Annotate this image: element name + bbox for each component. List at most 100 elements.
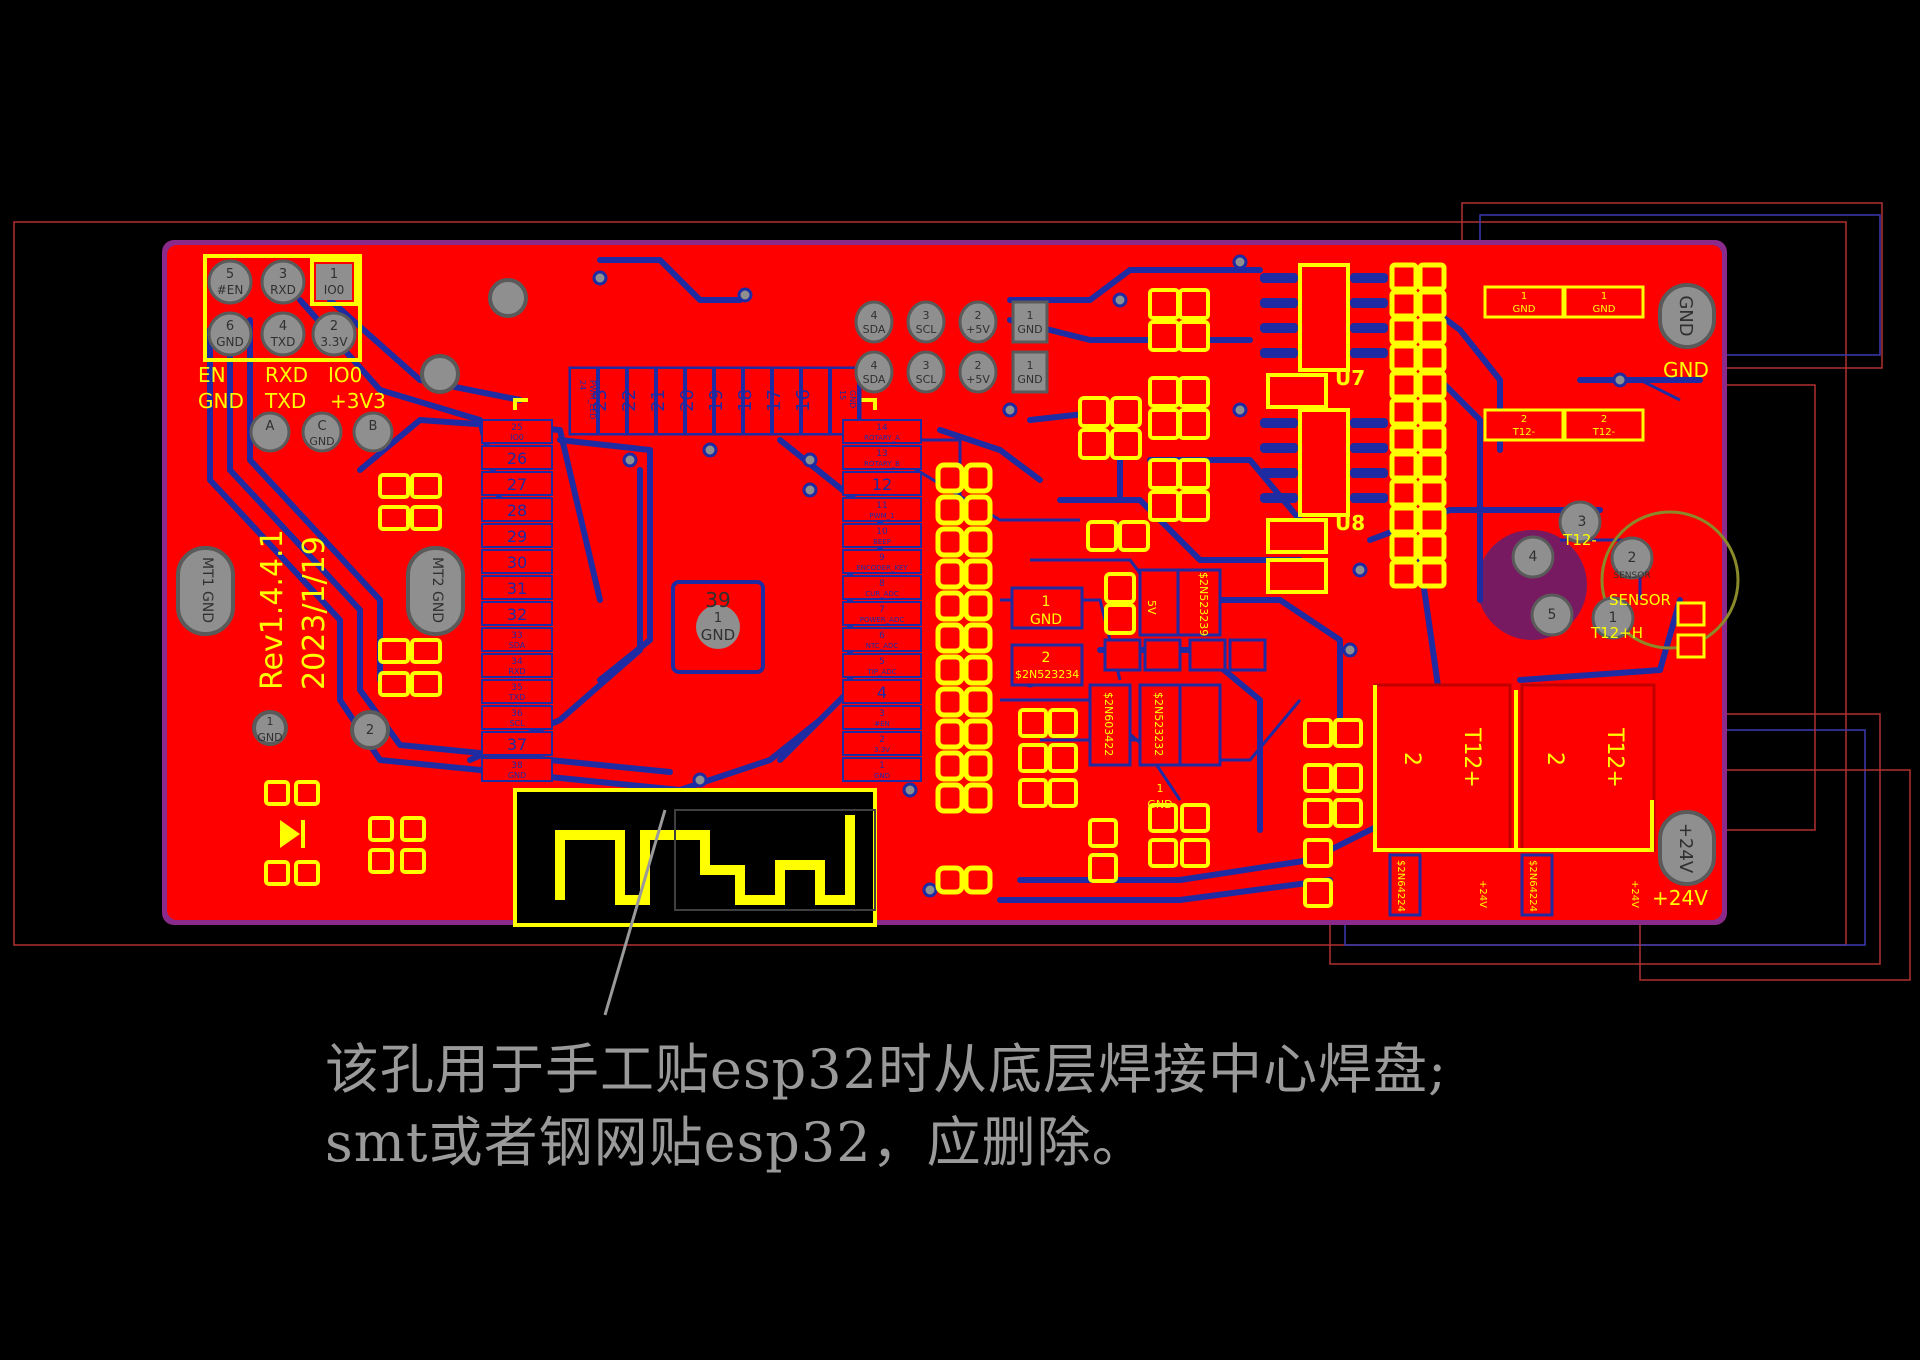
passive-pad xyxy=(935,622,965,654)
esp-top-pin-num: 22 xyxy=(619,389,640,412)
i2c-pad-num: 3 xyxy=(923,359,930,372)
ic-pin xyxy=(1260,273,1298,283)
label-q1-gnd: GND xyxy=(1030,612,1062,628)
label-en: EN xyxy=(198,363,226,387)
gnd-pad-b-name: GND xyxy=(1593,304,1616,315)
t12m-pad-a-name: T12- xyxy=(1512,427,1536,438)
center-pad-num: 39 xyxy=(705,588,730,612)
passive-pad xyxy=(935,654,965,686)
gnd-terminal-label: GND xyxy=(1663,358,1709,382)
label-3v3: +3V3 xyxy=(330,389,386,413)
mount-hole-mt2: MT2 GND xyxy=(406,546,465,636)
u8-label: U8 xyxy=(1335,511,1365,535)
i2c-pad-name: +5V xyxy=(966,323,990,336)
passive-pad xyxy=(935,782,965,814)
i2c-pad-num: 2 xyxy=(975,309,982,322)
esp-left-pin-num: 33 xyxy=(511,631,522,641)
sensor-pad3: 3 xyxy=(1578,514,1587,530)
i2c-pad xyxy=(906,350,946,394)
serial-pin-name: #EN xyxy=(217,283,244,297)
serial-header xyxy=(203,254,362,362)
sensor-pad1: 1 xyxy=(1609,610,1618,626)
esp-left-pin xyxy=(481,653,553,678)
label-5v: 5V xyxy=(1145,600,1158,615)
ic-pin xyxy=(1260,468,1298,478)
t12m-pad-a-num: 2 xyxy=(1521,414,1527,425)
esp-right-pin-num: 9 xyxy=(879,553,885,563)
esp-left-pin xyxy=(481,549,553,574)
esp-left-pin-num: 25 xyxy=(511,423,522,433)
top-right-pads xyxy=(1483,285,1645,442)
esp-right-pin xyxy=(842,679,922,704)
label-q1-pin2: 2 xyxy=(1042,650,1051,666)
transistors xyxy=(1010,568,1554,917)
label-q1-pin1: 1 xyxy=(1042,594,1051,610)
right-col-pad xyxy=(1389,262,1419,292)
passive-pad xyxy=(963,494,993,526)
esp-right-pin-num: 2 xyxy=(879,735,885,745)
esp-right-pin-num: 14 xyxy=(876,423,888,433)
esp-right-pin xyxy=(842,549,922,574)
label-rxd: RXD xyxy=(265,363,308,387)
sensor-pad2: 2 xyxy=(1628,550,1637,566)
esp-right-pin-num: 7 xyxy=(879,605,885,615)
esp-right-pin-name: GND xyxy=(874,772,890,780)
right-col-pad xyxy=(1389,532,1419,562)
u7-pins xyxy=(1260,273,1388,503)
esp32-module xyxy=(513,398,877,927)
right-col-pad xyxy=(1417,262,1447,292)
right-col-pad xyxy=(1389,505,1419,535)
esp-right-pin-num: 5 xyxy=(879,657,885,667)
gnd-pad-a-name: GND xyxy=(1513,304,1536,315)
i2c-pad xyxy=(854,300,894,344)
esp-left-pin-num: 29 xyxy=(507,527,527,546)
esp-left-pin-name: RXD xyxy=(508,667,525,676)
esp-left-pin xyxy=(481,445,553,470)
transistor-labels: 1 GND 2 $2N523234 $2N523239 $2N603422 $2… xyxy=(1015,572,1640,912)
sensor-pad5: 5 xyxy=(1548,607,1557,623)
esp-left-pin-num: 31 xyxy=(507,579,527,598)
esp-top-pin-num: 16 xyxy=(793,389,814,412)
serial-pin-name: IO0 xyxy=(324,283,345,297)
i2c-pad-name: SDA xyxy=(863,323,886,336)
passive-pad xyxy=(963,686,993,718)
mt1-label: MT1 GND xyxy=(199,557,215,623)
esp-top-pin xyxy=(598,367,627,435)
passive-pad xyxy=(963,526,993,558)
label-q2-gnd: GND xyxy=(1147,798,1172,811)
v24-terminal-pad: +24V xyxy=(1675,823,1696,874)
passive-column-left xyxy=(935,462,993,895)
label-2n523239: $2N523239 xyxy=(1197,572,1210,636)
serial-pin-name: 3.3V xyxy=(320,335,348,349)
revision-text: Rev1.4.4.1 2023/1/19 xyxy=(255,529,332,690)
right-col-pad xyxy=(1389,397,1419,427)
t12m-pad-b-name: T12- xyxy=(1592,427,1616,438)
center-pad-gnd: GND xyxy=(701,626,735,644)
passive-pad xyxy=(935,590,965,622)
annotation-line-2: smt或者钢网贴esp32，应删除。 xyxy=(325,1111,1147,1174)
middle-components xyxy=(1018,288,1363,908)
esp-top-pin xyxy=(801,367,830,435)
passive-pad xyxy=(935,494,965,526)
esp-left-pin-num: 27 xyxy=(507,475,527,494)
right-col-pad xyxy=(1417,424,1447,454)
esp-right-pin-name: PWM_1 xyxy=(869,512,894,520)
passive-pad xyxy=(963,718,993,750)
serial-pin-name: RXD xyxy=(270,283,296,297)
i2c-pad-name: SDA xyxy=(863,373,886,386)
label-2n603422: $2N603422 xyxy=(1102,692,1115,756)
mt2-label: MT2 GND xyxy=(429,557,445,623)
label-gnd: GND xyxy=(198,389,244,413)
ic-pin xyxy=(1260,298,1298,308)
passive-pad xyxy=(963,782,993,814)
esp-right-pin xyxy=(842,523,922,548)
esp-top-pin xyxy=(772,367,801,435)
esp-top-pin-small-num: 24 xyxy=(578,380,587,390)
ic-pin xyxy=(1350,443,1388,453)
label-2n523232: $2N523232 xyxy=(1152,692,1165,756)
passive-pad xyxy=(963,865,993,895)
passive-pad xyxy=(935,526,965,558)
